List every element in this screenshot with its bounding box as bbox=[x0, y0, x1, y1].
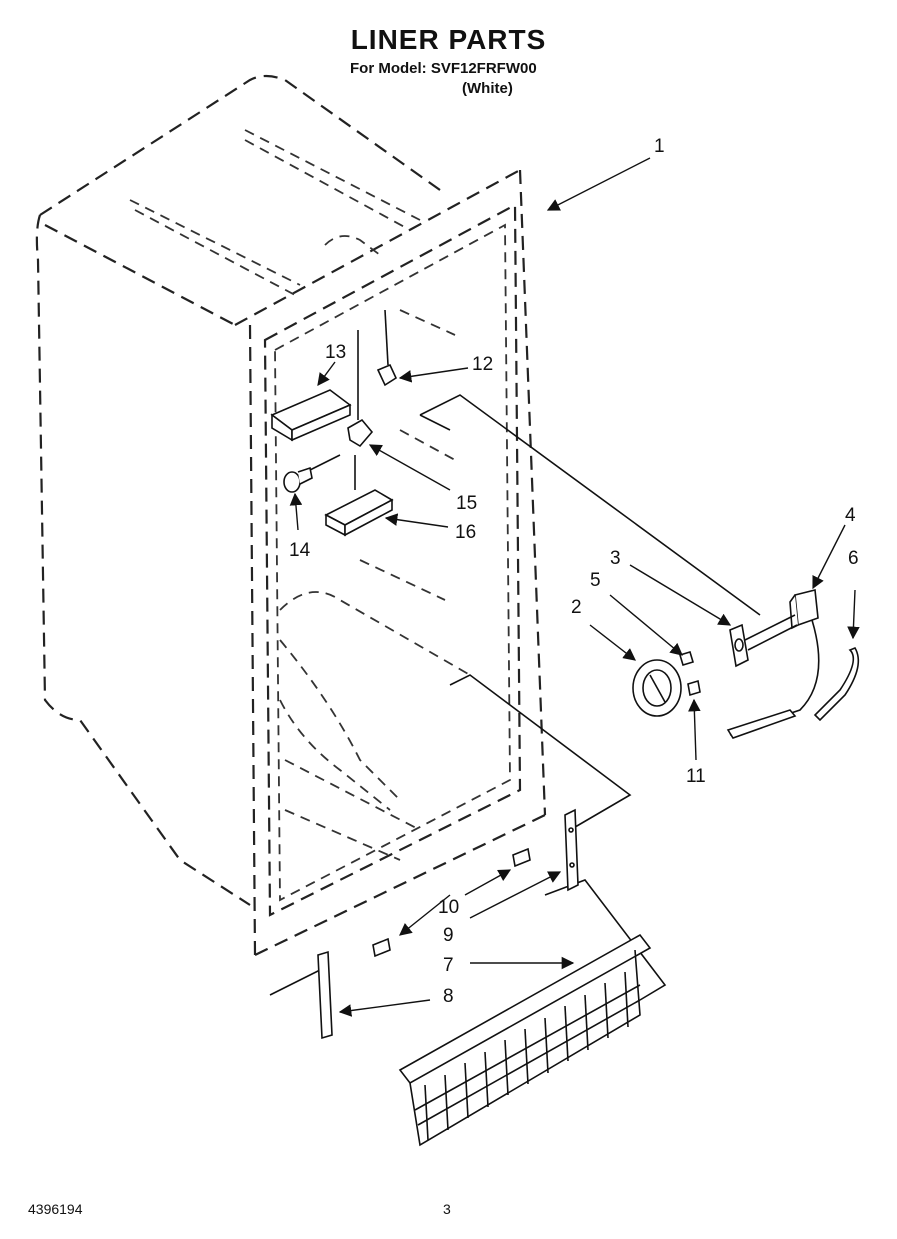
document-number: 4396194 bbox=[28, 1201, 83, 1217]
callout-2: 2 bbox=[571, 597, 582, 618]
callout-10: 10 bbox=[438, 897, 460, 918]
basket-brackets bbox=[317, 808, 579, 1040]
callout-16: 16 bbox=[455, 522, 477, 543]
leader-lines bbox=[289, 157, 860, 1017]
bulb-part bbox=[283, 466, 313, 493]
light-socket-part bbox=[347, 418, 374, 448]
mounting-lines bbox=[269, 309, 761, 1001]
callout-11: 11 bbox=[686, 766, 706, 787]
light-cover-part bbox=[270, 389, 352, 442]
callout-8: 8 bbox=[443, 986, 454, 1007]
clip-part bbox=[376, 363, 398, 387]
wire-basket bbox=[398, 933, 652, 1147]
callout-13: 13 bbox=[325, 342, 347, 363]
model-line: For Model: SVF12FRFW00 bbox=[350, 60, 537, 77]
callout-12: 12 bbox=[472, 354, 494, 375]
color-line: (White) bbox=[462, 80, 513, 97]
page-number: 3 bbox=[443, 1201, 451, 1217]
bracket-part bbox=[324, 489, 394, 537]
page-title: LINER PARTS bbox=[350, 24, 547, 55]
thermostat-assembly bbox=[632, 589, 860, 739]
callout-3: 3 bbox=[610, 548, 621, 569]
callout-15: 15 bbox=[456, 493, 478, 514]
callout-4: 4 bbox=[845, 505, 856, 526]
cabinet-outline bbox=[35, 74, 547, 956]
callout-1: 1 bbox=[654, 136, 665, 157]
callout-14: 14 bbox=[289, 540, 311, 561]
callout-5: 5 bbox=[590, 570, 601, 591]
callout-6: 6 bbox=[848, 548, 859, 569]
callout-9: 9 bbox=[443, 925, 454, 946]
callout-7: 7 bbox=[443, 955, 454, 976]
